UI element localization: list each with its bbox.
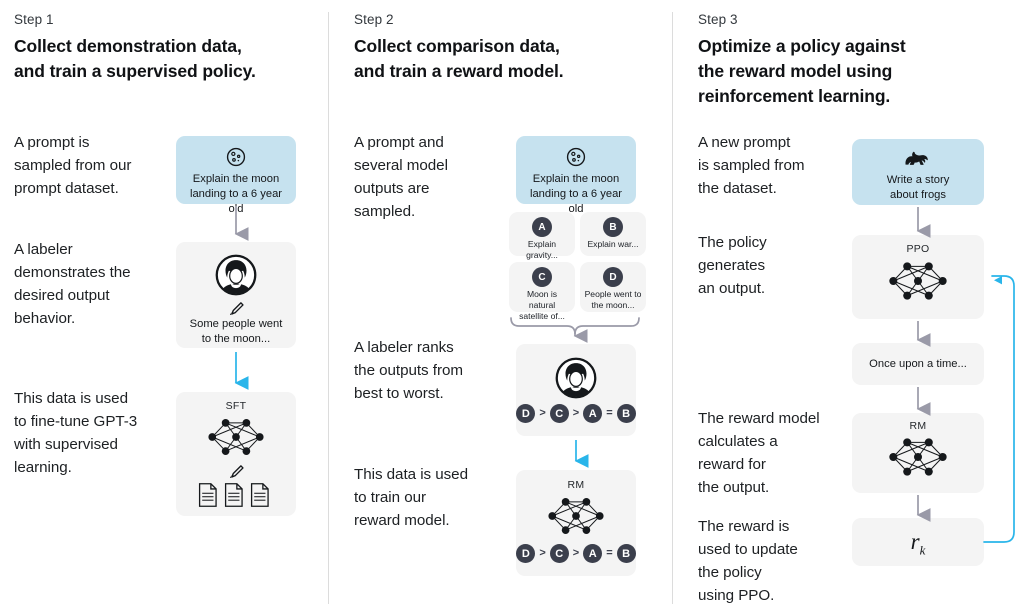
step-3-reward-card[interactable]: rk [852, 518, 984, 566]
step-1-label: Step 1 [14, 12, 54, 27]
step-3-output-card[interactable]: Once upon a time... [852, 343, 984, 385]
step-2-paragraph-3: This data is used to train our reward mo… [354, 466, 468, 530]
step-3-prompt-caption: Write a story about frogs [886, 174, 950, 202]
step-3-rm-title: RM [909, 420, 927, 432]
rm-rank-operator-1: > [539, 547, 546, 559]
step-1-demonstration-caption: Some people went to the moon... [189, 318, 283, 346]
output-badge-a: A [532, 217, 552, 237]
step-3-paragraph-1: A new prompt is sampled from the dataset… [698, 134, 805, 198]
pencil-icon [176, 462, 296, 480]
output-caption-b: Explain war... [587, 239, 639, 249]
output-badge-d: D [603, 267, 623, 287]
step-3-paragraph-4: The reward is used to update the policy … [698, 518, 798, 605]
step-1-prompt-card[interactable]: Explain the moon landing to a 6 year old [176, 136, 296, 215]
neural-network-icon [176, 414, 296, 460]
neural-network-icon [516, 493, 636, 539]
step-3-label: Step 3 [698, 12, 738, 27]
step-3-rm-card[interactable]: RM [852, 413, 984, 493]
step-2-paragraph-2: A labeler ranks the outputs from best to… [354, 339, 463, 403]
labeler-avatar-icon [516, 356, 636, 400]
step-2-prompt-caption: Explain the moon landing to a 6 year old [529, 173, 623, 216]
step-1-sft-card[interactable]: SFT [176, 392, 296, 516]
step-1-column: Step 1 Collect demonstration data, and t… [0, 0, 328, 610]
step-1-title: Collect demonstration data, and train a … [14, 36, 256, 81]
step-3-paragraph-2: The policy generates an output. [698, 234, 767, 298]
step-2-output-card-b[interactable]: B Explain war... [580, 212, 646, 256]
output-caption-d: People went to the moon... [584, 289, 642, 311]
rank-operator-3: = [606, 407, 613, 419]
step-2-prompt-card[interactable]: Explain the moon landing to a 6 year old [516, 136, 636, 215]
step-3-ppo-title: PPO [906, 243, 930, 255]
step-2-label: Step 2 [354, 12, 394, 27]
step-2-rm-order: D > C > A = B [516, 544, 636, 563]
rm-rank-badge-1: D [516, 544, 536, 563]
rank-badge-1: D [516, 404, 536, 423]
output-caption-a: Explain gravity... [526, 239, 558, 261]
step-2-paragraph-1: A prompt and several model outputs are s… [354, 134, 448, 221]
rank-operator-2: > [572, 407, 580, 419]
step-1-sft-title: SFT [225, 400, 247, 412]
step-2-output-card-d[interactable]: D People went to the moon... [580, 262, 646, 312]
neural-network-icon [852, 257, 984, 305]
labeler-avatar-icon [176, 253, 296, 297]
step-1-paragraph-2: A labeler demonstrates the desired outpu… [14, 241, 131, 328]
reward-symbol: rk [852, 529, 984, 559]
rank-badge-3: A [583, 404, 603, 423]
step-3-paragraph-3: The reward model calculates a reward for… [698, 410, 820, 497]
step-3-column: Step 3 Optimize a policy against the rew… [684, 0, 1024, 610]
step-3-output-caption: Once upon a time... [869, 358, 967, 370]
frog-icon [852, 148, 984, 170]
step-3-title: Optimize a policy against the reward mod… [698, 36, 906, 106]
rm-rank-badge-2: C [549, 544, 569, 563]
rank-badge-2: C [549, 404, 569, 423]
output-caption-c: Moon is natural satellite of... [519, 289, 565, 322]
step-2-rm-card[interactable]: RM [516, 470, 636, 576]
step-2-output-card-c[interactable]: C Moon is natural satellite of... [509, 262, 575, 321]
step-2-column: Step 2 Collect comparison data, and trai… [340, 0, 672, 610]
rank-badge-4: B [616, 404, 636, 423]
step-2-ranking-card[interactable]: D > C > A = B [516, 344, 636, 436]
step-1-prompt-caption: Explain the moon landing to a 6 year old [189, 173, 283, 216]
moon-icon [516, 145, 636, 169]
reward-symbol-subscript: k [919, 542, 926, 558]
rm-rank-badge-4: B [616, 544, 636, 563]
step-1-paragraph-1: A prompt is sampled from our prompt data… [14, 134, 132, 198]
reward-symbol-base: r [910, 529, 920, 554]
step-1-paragraph-3: This data is used to fine-tune GPT-3 wit… [14, 390, 138, 477]
moon-icon [176, 145, 296, 169]
pencil-icon [176, 299, 296, 317]
neural-network-icon [852, 433, 984, 481]
step-1-demonstration-card[interactable]: Some people went to the moon... [176, 242, 296, 348]
documents-icon [176, 482, 296, 508]
output-badge-b: B [603, 217, 623, 237]
column-divider-1 [328, 12, 329, 604]
rm-rank-operator-2: > [572, 547, 580, 559]
rm-rank-operator-3: = [606, 547, 613, 559]
rank-operator-1: > [539, 407, 546, 419]
step-2-title: Collect comparison data, and train a rew… [354, 36, 564, 81]
step-2-ranking-order: D > C > A = B [516, 404, 636, 423]
rm-rank-badge-3: A [583, 544, 603, 563]
step-3-ppo-card[interactable]: PPO [852, 235, 984, 319]
step-2-rm-title: RM [567, 479, 585, 491]
step-2-output-card-a[interactable]: A Explain gravity... [509, 212, 575, 260]
column-divider-2 [672, 12, 673, 604]
step-3-prompt-card[interactable]: Write a story about frogs [852, 139, 984, 205]
output-badge-c: C [532, 267, 552, 287]
